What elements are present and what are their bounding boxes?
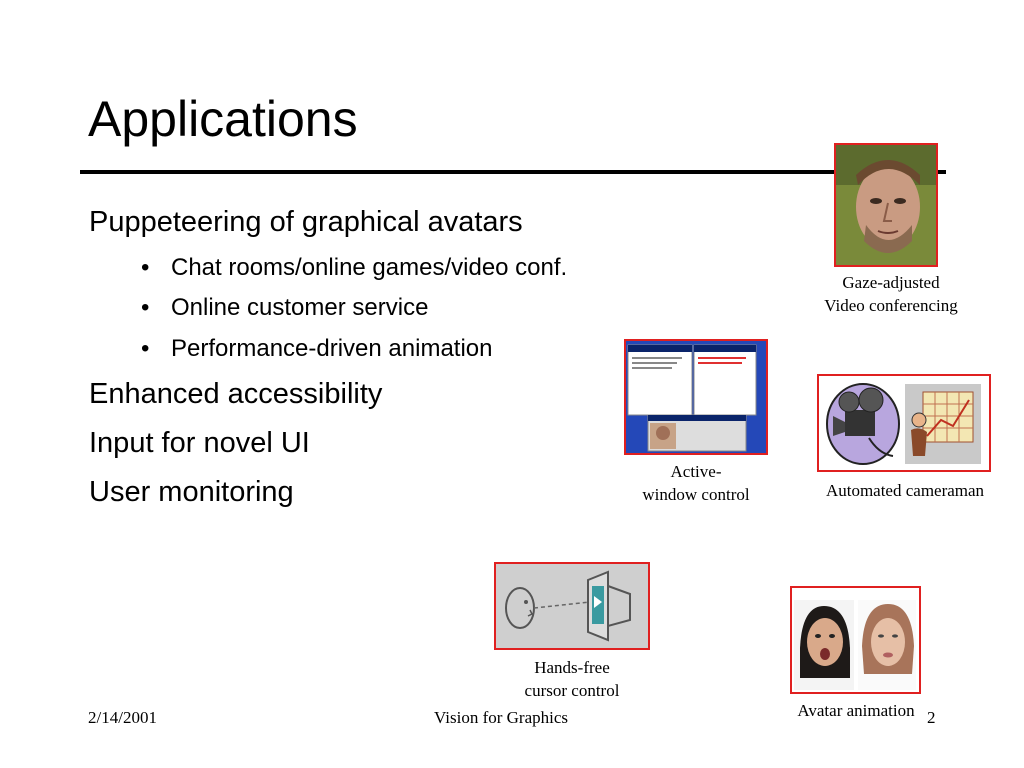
list-item-novel-ui: Input for novel UI xyxy=(89,427,310,459)
sub-item-label: Performance-driven animation xyxy=(171,335,493,362)
list-item-puppeteering: Puppeteering of graphical avatars xyxy=(89,206,523,238)
sub-item-chat: • Chat rooms/online games/video conf. xyxy=(141,254,568,283)
hands-free-caption: Hands-free cursor control xyxy=(496,657,648,703)
cameraman-clipart xyxy=(817,374,991,472)
footer-center-title: Vision for Graphics xyxy=(434,708,569,727)
active-window-screenshot xyxy=(624,339,768,455)
list-item-accessibility: Enhanced accessibility xyxy=(89,378,383,410)
page-number: 2 xyxy=(927,708,936,727)
gaze-caption-line2: Video conferencing xyxy=(824,295,958,315)
bullet-dot: • xyxy=(141,294,150,321)
active-window-caption-line1: Active- xyxy=(670,462,722,481)
hands-free-diagram xyxy=(494,562,650,650)
cameraman-caption: Automated cameraman xyxy=(825,481,985,500)
sub-item-label: Online customer service xyxy=(171,294,429,321)
bullet-dot: • xyxy=(141,254,150,281)
slide-title: Applications xyxy=(88,91,358,147)
gaze-caption-line1: Gaze-adjusted xyxy=(842,273,940,292)
gaze-caption: Gaze-adjusted Video conferencing xyxy=(805,272,977,318)
title-rule xyxy=(80,170,946,174)
footer-date: 2/14/2001 xyxy=(88,708,157,727)
sub-item-customer-service: • Online customer service xyxy=(141,294,429,323)
list-item-monitoring: User monitoring xyxy=(89,476,294,508)
sub-item-animation: • Performance-driven animation xyxy=(141,335,493,364)
bullet-dot: • xyxy=(141,335,150,362)
sub-item-label: Chat rooms/online games/video conf. xyxy=(171,254,568,281)
active-window-caption-line2: window control xyxy=(642,484,750,504)
avatar-photos xyxy=(790,586,921,694)
active-window-caption: Active- window control xyxy=(620,461,772,507)
hands-free-caption-line2: cursor control xyxy=(524,680,620,700)
avatar-caption: Avatar animation xyxy=(797,701,915,720)
gaze-face-photo xyxy=(834,143,938,267)
hands-free-caption-line1: Hands-free xyxy=(534,658,610,677)
